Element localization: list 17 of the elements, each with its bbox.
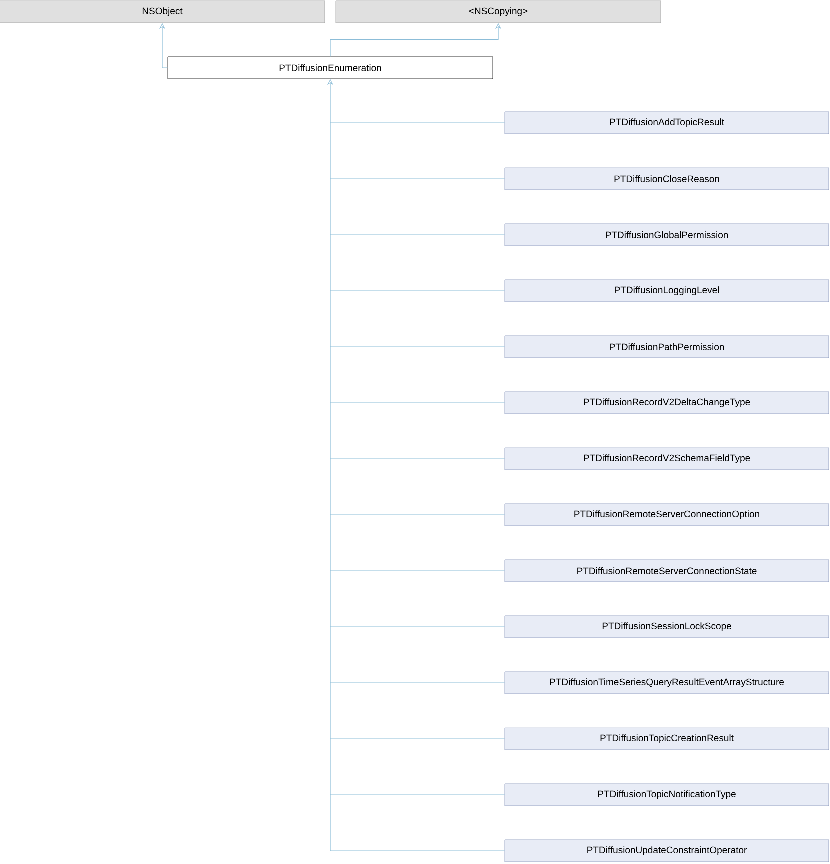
class-box: PTDiffusionTopicCreationResult	[504, 728, 830, 750]
class-box: PTDiffusionGlobalPermission	[504, 224, 830, 246]
class-box: NSObject	[0, 0, 326, 24]
class-box: PTDiffusionRemoteServerConnectionOption	[504, 504, 830, 526]
class-box: PTDiffusionUpdateConstraintOperator	[504, 840, 830, 862]
class-box: PTDiffusionSessionLockScope	[504, 616, 830, 638]
class-box: PTDiffusionRemoteServerConnectionState	[504, 560, 830, 582]
class-box: PTDiffusionAddTopicResult	[504, 112, 830, 134]
class-box: PTDiffusionRecordV2SchemaFieldType	[504, 448, 830, 470]
class-box: PTDiffusionRecordV2DeltaChangeType	[504, 392, 830, 414]
class-box: PTDiffusionTimeSeriesQueryResultEventArrayStructure	[504, 672, 830, 694]
class-box: PTDiffusionPathPermission	[504, 336, 830, 358]
class-box: <NSCopying>	[336, 0, 662, 24]
class-box: PTDiffusionEnumeration	[168, 56, 494, 80]
class-box: PTDiffusionTopicNotificationType	[504, 784, 830, 806]
class-box: PTDiffusionCloseReason	[504, 168, 830, 190]
class-box: PTDiffusionLoggingLevel	[504, 280, 830, 302]
